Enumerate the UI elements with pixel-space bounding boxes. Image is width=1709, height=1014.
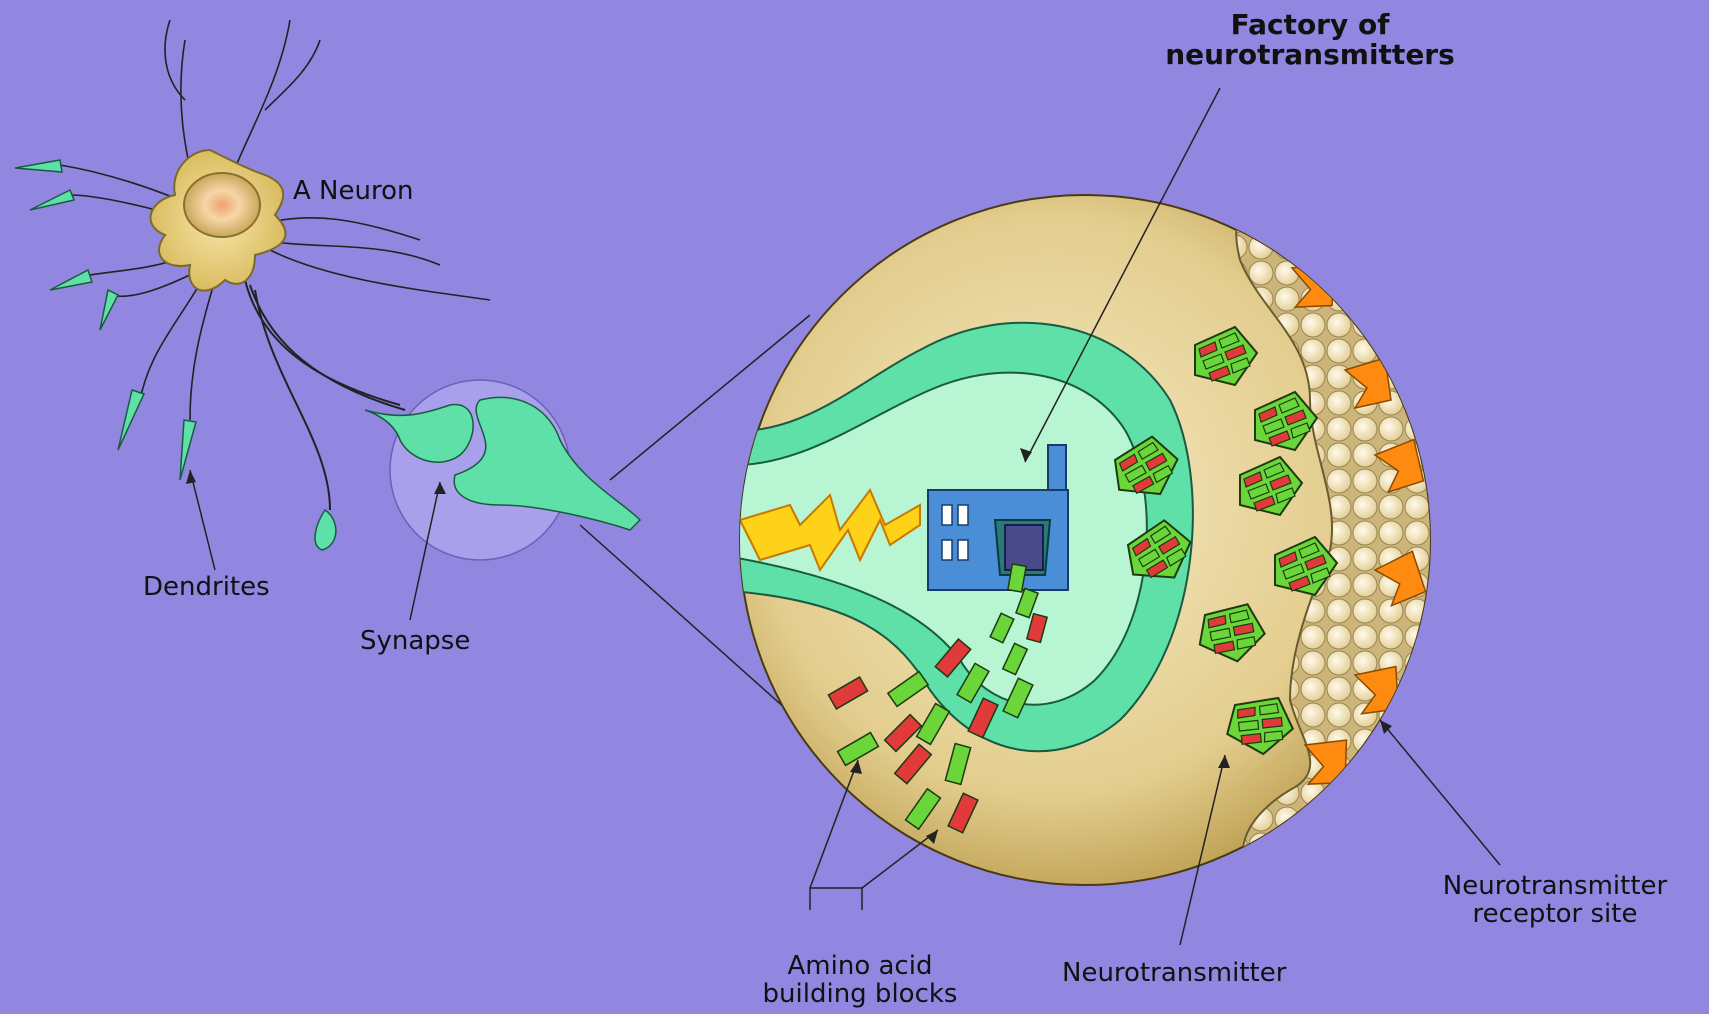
amino-label: Amino acid building blocks — [735, 952, 985, 1008]
factory-label-line1: Factory of — [1160, 10, 1460, 40]
amino-label-line1: Amino acid — [735, 952, 985, 980]
neurotransmitter-label: Neurotransmitter — [1062, 960, 1286, 986]
factory-label: Factory of neurotransmitters — [1160, 10, 1460, 70]
bulb-icon — [720, 189, 1493, 887]
dendrites-label: Dendrites — [143, 574, 270, 600]
receptor-label-line1: Neurotransmitter — [1420, 872, 1690, 900]
synapse-label: Synapse — [360, 628, 470, 654]
neuron-label: A Neuron — [293, 178, 413, 204]
receptor-label-line2: receptor site — [1420, 900, 1690, 928]
synapse-icon — [365, 380, 640, 560]
amino-label-line2: building blocks — [735, 980, 985, 1008]
factory-label-line2: neurotransmitters — [1160, 40, 1460, 70]
receptor-label: Neurotransmitter receptor site — [1420, 872, 1690, 928]
